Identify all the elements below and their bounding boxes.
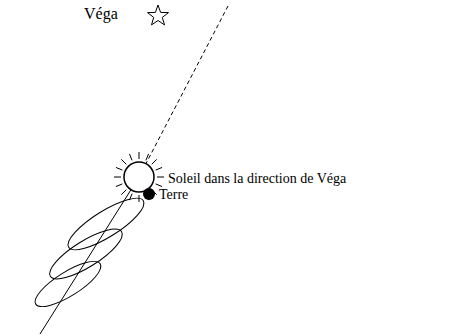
sun-symbol xyxy=(114,152,164,202)
helix-path xyxy=(29,190,150,315)
star-symbol xyxy=(148,5,169,25)
sight-line xyxy=(139,6,228,177)
sun-label: Soleil dans la direction de Véga xyxy=(168,171,346,186)
earth-label: Terre xyxy=(159,187,188,202)
earth-dot xyxy=(143,188,155,200)
star-label: Véga xyxy=(84,5,118,23)
